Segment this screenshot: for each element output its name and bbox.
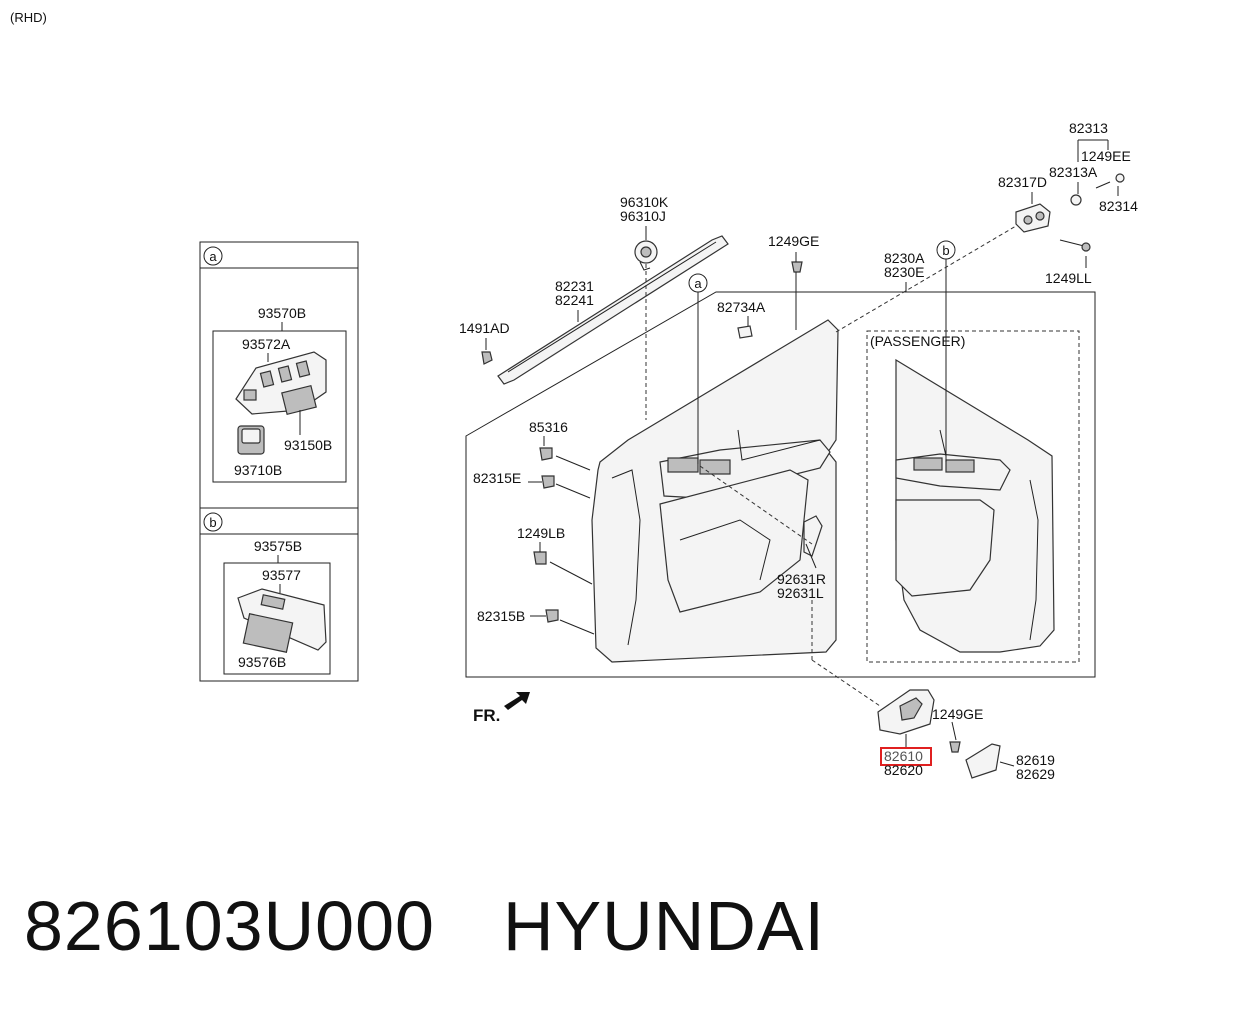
label-8230E[interactable]: 8230E xyxy=(884,264,924,280)
leader-lines: a b xyxy=(485,139,1119,767)
label-1249EE[interactable]: 1249EE xyxy=(1081,148,1131,164)
label-82231[interactable]: 82231 xyxy=(555,278,594,294)
label-1249GE-top[interactable]: 1249GE xyxy=(768,233,819,249)
label-82314[interactable]: 82314 xyxy=(1099,198,1138,214)
passenger-inset xyxy=(866,330,1080,663)
mirror-switch xyxy=(237,425,265,455)
passenger-door-panel xyxy=(895,358,1055,653)
inset-panel xyxy=(199,241,359,682)
inset-a-marker-text: a xyxy=(209,249,217,264)
door-trim-panel xyxy=(591,319,839,663)
label-93150B: 93150B xyxy=(284,437,332,453)
inset-a-marker xyxy=(203,246,223,266)
label-92631L[interactable]: 92631L xyxy=(777,585,824,601)
front-arrow-icon xyxy=(504,692,530,710)
label-93576B: 93576B xyxy=(238,654,286,670)
label-93570B: 93570B xyxy=(258,305,306,321)
front-indicator: FR. xyxy=(473,692,530,725)
label-82315E[interactable]: 82315E xyxy=(473,470,521,486)
label-93577: 93577 xyxy=(262,567,301,583)
label-92631R[interactable]: 92631R xyxy=(777,571,826,587)
label-1491AD[interactable]: 1491AD xyxy=(459,320,510,336)
label-82629[interactable]: 82629 xyxy=(1016,766,1055,782)
fasteners xyxy=(481,261,803,623)
label-82619[interactable]: 82619 xyxy=(1016,752,1055,768)
label-93710B: 93710B xyxy=(234,462,282,478)
passenger-label: (PASSENGER) xyxy=(870,333,965,349)
label-93575B: 93575B xyxy=(254,538,302,554)
inside-handle-82610 xyxy=(877,689,1001,779)
label-8230A[interactable]: 8230A xyxy=(884,250,925,266)
label-82315B[interactable]: 82315B xyxy=(477,608,525,624)
label-1249GE-bottom[interactable]: 1249GE xyxy=(932,706,983,722)
rhd-note: (RHD) xyxy=(10,10,47,25)
brand-name: HYUNDAI xyxy=(502,887,825,965)
passenger-window-switch xyxy=(237,588,327,653)
label-85316[interactable]: 85316 xyxy=(529,419,568,435)
label-1249LL[interactable]: 1249LL xyxy=(1045,270,1092,286)
power-window-switch-main xyxy=(235,351,327,416)
front-label: FR. xyxy=(473,706,500,725)
callout-a-text: a xyxy=(694,276,702,291)
highlight-box xyxy=(880,747,932,766)
label-82313A[interactable]: 82313A xyxy=(1049,164,1098,180)
inset-b-marker xyxy=(203,512,223,532)
label-82620[interactable]: 82620 xyxy=(884,762,923,778)
label-93572A: 93572A xyxy=(242,336,291,352)
door-trim-frame xyxy=(465,291,1096,678)
inset-b: b 93575B 93577 93576B xyxy=(203,512,331,675)
label-82241[interactable]: 82241 xyxy=(555,292,594,308)
exploded-parts-diagram: (RHD) a 93570B 93572A 93150B 93710B xyxy=(10,10,1138,782)
label-96310K[interactable]: 96310K xyxy=(620,194,669,210)
handle-bracket xyxy=(1015,173,1125,252)
part-number: 826103U000 xyxy=(24,887,435,965)
inset-b-marker-text: b xyxy=(209,515,216,530)
belt-weatherstrip xyxy=(497,235,729,385)
label-82734A[interactable]: 82734A xyxy=(717,299,766,315)
speaker-cover xyxy=(634,240,658,271)
label-1249LB[interactable]: 1249LB xyxy=(517,525,565,541)
callout-b-text: b xyxy=(942,243,949,258)
label-96310J[interactable]: 96310J xyxy=(620,208,666,224)
footer-caption: 826103U000 HYUNDAI xyxy=(24,886,825,966)
label-82317D[interactable]: 82317D xyxy=(998,174,1047,190)
inset-a: a 93570B 93572A 93150B 93710B xyxy=(203,246,347,483)
label-82313[interactable]: 82313 xyxy=(1069,120,1108,136)
label-82610-highlighted[interactable]: 82610 xyxy=(884,748,923,764)
part-labels: 96310K 96310J 82231 82241 1491AD 1249GE … xyxy=(459,120,1138,782)
